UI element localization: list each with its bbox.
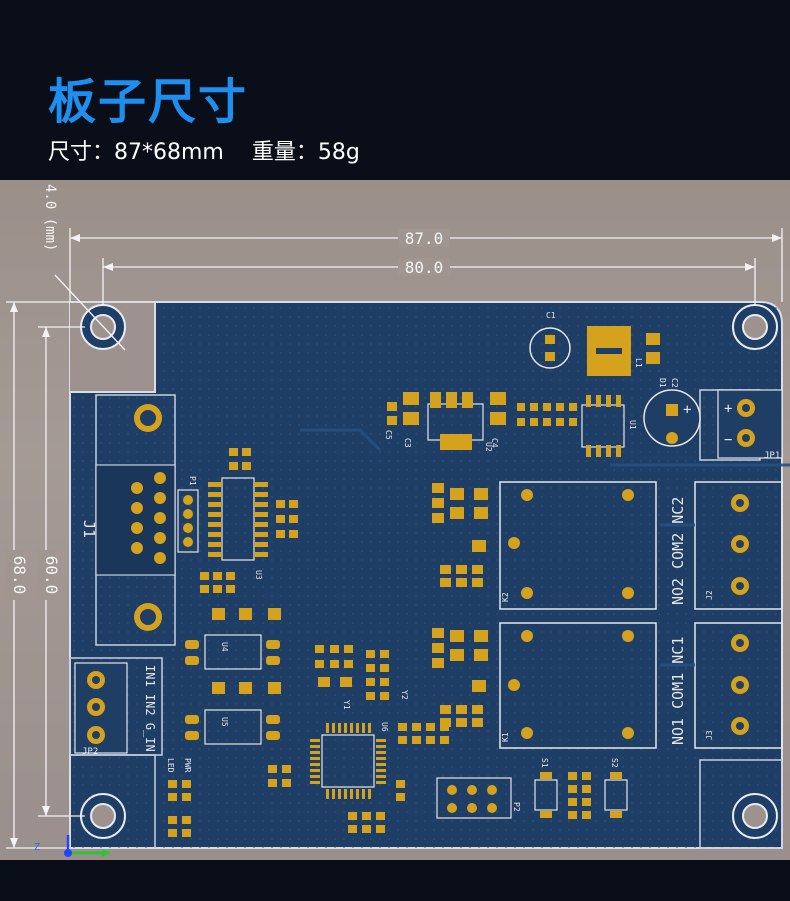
dim-height-inner: 60.0 [42, 556, 61, 595]
resistors-switch [568, 772, 591, 819]
label-jp1: JP1 [764, 451, 780, 461]
relay-k1: K1 [499, 622, 657, 749]
dim-width-inner: 80.0 [405, 258, 444, 277]
chip-u6: U6 [310, 722, 389, 799]
crystal-caps [315, 645, 389, 700]
dim-height-outer: 68.0 [10, 556, 29, 595]
header-p2: P2 [436, 777, 521, 819]
label-u4: U4 [220, 642, 229, 652]
cap-c2: + C2 [643, 378, 701, 447]
label-relay1: NO1 COM1 NC1 [669, 637, 687, 745]
cap-c1: C1 [529, 311, 571, 369]
relay-k2: K2 [499, 481, 657, 610]
label-k1: K1 [501, 732, 510, 742]
dim-width-outer: 87.0 [405, 229, 444, 248]
label-u6: U6 [380, 722, 389, 732]
leds: LED PWR [166, 758, 192, 837]
driver-section [432, 483, 488, 727]
label-u3: U3 [254, 570, 263, 580]
label-relay2: NO2 COM2 NC2 [669, 497, 687, 605]
label-c3: C3 [403, 438, 412, 448]
label-c2: C2 [670, 378, 679, 388]
label-in: IN1 IN2 G_IN [143, 665, 157, 752]
pcb-diagram: 87.0 80.0 68.0 60.0 4.0 (mm) J1 IN1 IN2 … [5, 184, 790, 857]
label-c5: C5 [384, 430, 393, 440]
label-u1: U1 [628, 420, 637, 430]
label-j2: J2 [705, 590, 714, 600]
label-jp2: JP2 [82, 747, 98, 757]
label-j1: J1 [80, 520, 98, 538]
jp2-terminal: IN1 IN2 G_IN JP2 [74, 662, 157, 757]
label-minus: − [724, 432, 732, 448]
label-d1: D1 [658, 378, 667, 388]
chip-u2: U2 [427, 392, 493, 452]
chip-u4: U4 [185, 634, 280, 670]
footer-bar [0, 860, 790, 901]
label-c1: C1 [546, 311, 556, 320]
label-p1: P1 [188, 476, 197, 486]
label-c4: C4 [490, 438, 499, 448]
switch-s1: S1 [534, 758, 558, 818]
svg-text:+: + [683, 402, 691, 418]
axis-indicator: Z [34, 835, 110, 857]
mount-hole-tr [732, 304, 778, 350]
mount-hole-br [732, 793, 778, 839]
label-j3: J3 [705, 730, 714, 740]
label-s2: S2 [610, 758, 619, 768]
header-p1: P1 [177, 476, 199, 553]
diode-d1: D1 [646, 333, 667, 388]
label-pwr: PWR [183, 758, 192, 773]
resistor-row-top [517, 403, 577, 426]
switch-s2: S2 [604, 758, 628, 818]
resistors-opto [212, 682, 291, 787]
chip-u3: U3 [208, 477, 268, 580]
label-u2: U2 [484, 442, 493, 452]
traces [300, 428, 790, 667]
header-bar: 板子尺寸 尺寸：87*68mm 重量：58g [0, 0, 790, 180]
label-y1: Y1 [342, 700, 351, 710]
j1-connector: J1 [80, 404, 176, 631]
label-l1: L1 [634, 358, 643, 368]
page-title: 板子尺寸 [48, 74, 249, 130]
chip-u5: U5 [185, 709, 280, 745]
label-s1: S1 [540, 758, 549, 768]
label-k2: K2 [501, 592, 510, 602]
label-plus: + [724, 401, 732, 417]
chip-u1: U1 [581, 395, 637, 457]
label-u5: U5 [220, 717, 229, 727]
caps-u3 [200, 448, 298, 620]
caps-small-top: C3 C4 C5 [384, 392, 506, 448]
axis-label: Z [34, 842, 40, 853]
label-p2: P2 [512, 802, 521, 812]
mount-hole-bl [80, 793, 126, 839]
pcb-render-area: 87.0 80.0 68.0 60.0 4.0 (mm) J1 IN1 IN2 … [0, 180, 790, 860]
dimension-arrows [10, 234, 782, 848]
label-y2: Y2 [400, 690, 409, 700]
jp1-terminal: + − JP1 [717, 389, 783, 461]
dim-hole: 4.0 (mm) [42, 184, 58, 251]
board-specs: 尺寸：87*68mm 重量：58g [48, 140, 360, 165]
label-led: LED [166, 758, 175, 773]
inductor-l1: L1 [587, 326, 643, 376]
